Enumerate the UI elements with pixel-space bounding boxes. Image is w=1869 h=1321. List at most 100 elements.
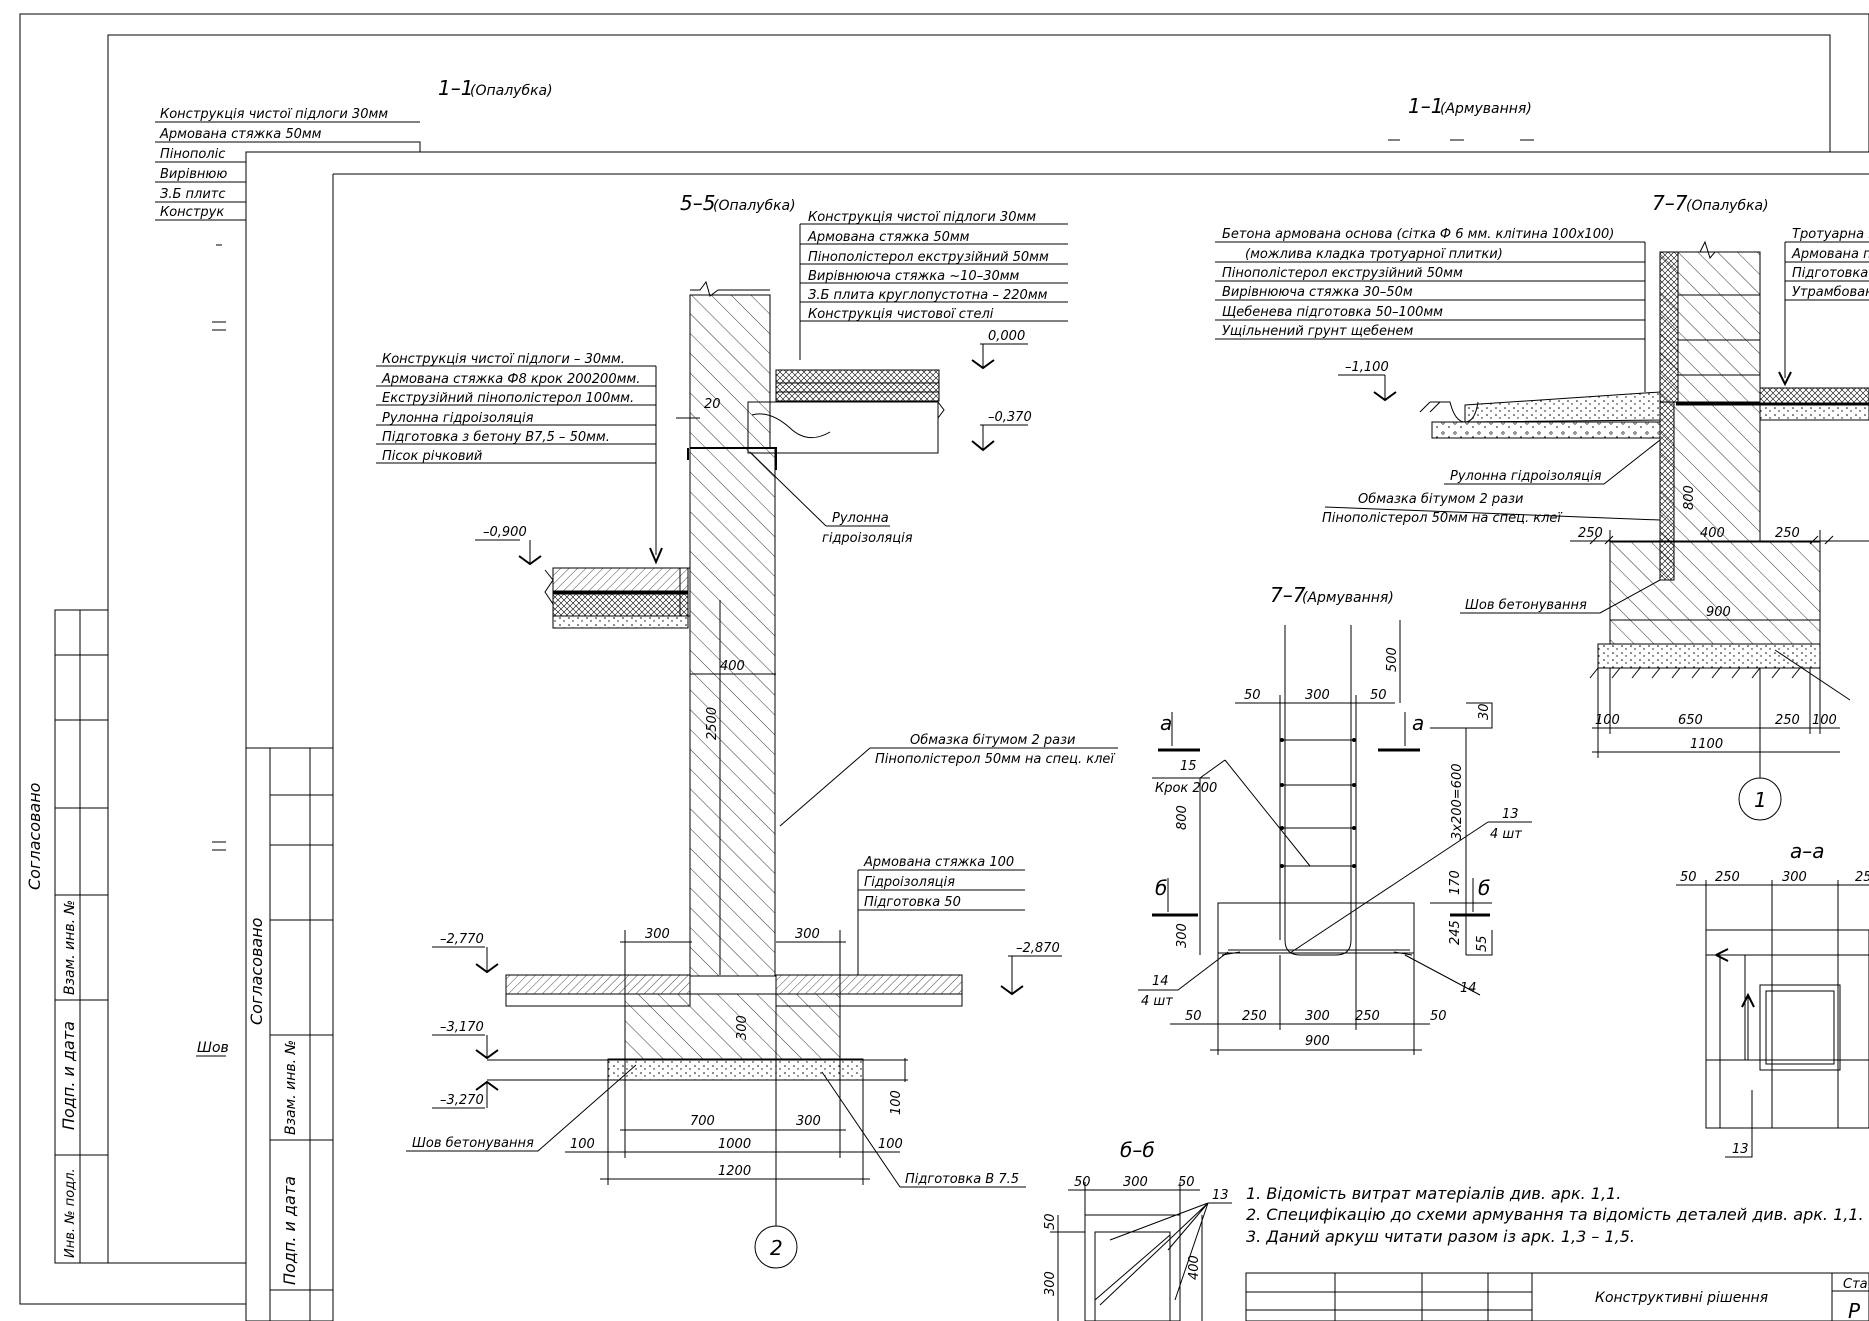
dim-text: 1200: [718, 1164, 751, 1179]
section-77-title: 7–7: [1652, 191, 1688, 215]
dim-text: 500: [1385, 647, 1400, 672]
back-layer: Армована стяжка 50мм: [159, 127, 322, 142]
back-title-rebar-sub: (Армування): [1440, 101, 1532, 117]
section-aa-title: а–а: [1790, 839, 1825, 863]
section-b-b: б–б 50 300 50 50 300 400 13: [1043, 1138, 1232, 1321]
dim-text: 300: [1123, 1175, 1148, 1190]
back-title-rebar: 1–1: [1408, 94, 1443, 118]
dim-text: 100: [570, 1137, 595, 1152]
dim-text: 300: [795, 927, 820, 942]
dim-text: 400: [1187, 1255, 1202, 1280]
general-notes: 1. Відомість витрат матеріалів див. арк.…: [1246, 1184, 1864, 1246]
dim-text: 30: [1477, 703, 1492, 720]
layer-label: Армована стяжка 100: [863, 855, 1014, 870]
back-layer: Конструк: [160, 205, 224, 220]
waterproof-label: гідроізоляція: [822, 531, 913, 546]
layer-label: Екструзійний пінополістерол 100мм.: [382, 391, 634, 406]
dim-text: 50: [1178, 1175, 1195, 1190]
dim-text: 250: [1578, 526, 1603, 541]
dim-text: 250: [1715, 870, 1740, 885]
dim-text: 50: [1244, 688, 1261, 703]
note-line: 3. Даний аркуш читати разом із арк. 1,3 …: [1246, 1227, 1635, 1246]
back-seam-label: Шов: [197, 1040, 229, 1056]
dim-text: 50: [1370, 688, 1387, 703]
layer-label: Армована стяжка Ф8 крок 200200мм.: [381, 372, 640, 387]
front-stamp-cell: Взам. инв. №: [283, 1040, 299, 1135]
back-stamp-cell: Взам. инв. №: [62, 900, 78, 995]
section-77-title-sub: (Опалубка): [1686, 198, 1769, 214]
section-55-right-layers: Армована стяжка 100 Гідроізоляція Підгот…: [863, 855, 1014, 910]
dim-text: 250: [1775, 713, 1800, 728]
section-a-a: а–а 50 250 300 25 13: [1676, 839, 1869, 1158]
level-mark: –0,370: [988, 410, 1032, 425]
dim-text: 250: [1355, 1009, 1380, 1024]
bar-count: 4 шт: [1490, 827, 1522, 842]
back-title-formwork: 1–1: [438, 76, 473, 100]
layer-label: Конструкція чистої підлоги 30мм: [808, 210, 1036, 225]
layer-label: Вирівнююча стяжка ~10–30мм: [808, 269, 1020, 284]
level-mark: –0,900: [483, 525, 527, 540]
dim-text: 300: [1305, 1009, 1330, 1024]
level-mark: –3,170: [440, 1020, 484, 1035]
prep-label: Підготовка В 7.5: [905, 1172, 1019, 1187]
level-mark: –2,770: [440, 932, 484, 947]
section-5-5: 5–5 (Опалубка) Конструкція чистої підлог…: [376, 191, 1118, 1269]
dim-text: 900: [1706, 605, 1731, 620]
back-layer: Конструкція чистої підлоги 30мм: [160, 107, 388, 122]
dim-text: 1000: [718, 1137, 751, 1152]
back-layer: Вирівнюю: [160, 167, 227, 182]
dim-text: 300: [796, 1114, 821, 1129]
dim-text: 1100: [1690, 737, 1723, 752]
section-55-basement-layers: Конструкція чистої підлоги – 30мм. Армов…: [381, 352, 640, 464]
seam-label: Шов бетонування: [1465, 598, 1587, 613]
bar-mark: 13: [1732, 1142, 1749, 1157]
layer-label: Підготовка 50: [864, 895, 961, 910]
bitumen-label: Пінополістерол 50мм на спец. клеї: [1322, 511, 1562, 526]
dim-text: 400: [1700, 526, 1725, 541]
bitumen-label: Пінополістерол 50мм на спец. клеї: [875, 752, 1115, 767]
dim-text: 650: [1678, 713, 1703, 728]
back-sheet: 1–1 (Опалубка) 1–1 (Армування) Конструкц…: [19, 13, 1869, 1305]
section-77-rebar-title: 7–7: [1270, 583, 1306, 607]
dim-text: 300: [1043, 1271, 1058, 1296]
layer-label: Підготовка з бетону В7,5 – 50мм.: [382, 430, 610, 445]
layer-label: Бетона армована основа (сітка Ф 6 мм. кл…: [1222, 227, 1614, 242]
step-label: Крок 200: [1155, 781, 1217, 796]
dim-text: 15: [1180, 759, 1197, 774]
back-title-formwork-sub: (Опалубка): [470, 83, 553, 99]
note-line: 1. Відомість витрат матеріалів див. арк.…: [1246, 1184, 1621, 1203]
layer-label: (можлива кладка тротуарної плитки): [1245, 247, 1503, 262]
waterproof-label: Рулонна: [832, 511, 889, 526]
section-77-right-layers: Тротуарна п Армована п Підготовка Утрамб…: [1791, 227, 1869, 300]
dim-text: 25: [1855, 870, 1869, 885]
dim-text: 800: [1175, 805, 1190, 830]
dim-text: 300: [645, 927, 670, 942]
layer-label: Пінополістерол екструзійний 50мм: [808, 250, 1049, 265]
dim-text: 50: [1680, 870, 1697, 885]
dim-text: 100: [878, 1137, 903, 1152]
dim-text: 100: [1812, 713, 1837, 728]
layer-label: Конструкція чистової стелі: [808, 307, 994, 322]
dim-text: 700: [690, 1114, 715, 1129]
layer-label: Вирівнююча стяжка 30–50м: [1222, 285, 1413, 300]
layer-label: Конструкція чистої підлоги – 30мм.: [382, 352, 625, 367]
dim-text: 100: [889, 1090, 904, 1115]
section-55-title-sub: (Опалубка): [713, 198, 796, 214]
dim-text: 245: [1448, 920, 1463, 945]
section-7-7: 7–7 (Опалубка) Бетона армована основа (с…: [1215, 191, 1869, 821]
dim-text: 55: [1475, 935, 1490, 952]
level-mark: –3,270: [440, 1093, 484, 1108]
layer-label: Пінополістерол екструзійний 50мм: [1222, 266, 1463, 281]
axis-marker: 1: [1754, 788, 1767, 812]
dim-text: 50: [1185, 1009, 1202, 1024]
cut-mark-a: а: [1412, 711, 1424, 735]
dim-text: 100: [1595, 713, 1620, 728]
layer-label: Армована п: [1791, 247, 1869, 262]
dim-text: 50: [1043, 1213, 1058, 1230]
cut-mark-b: б: [1478, 876, 1490, 900]
layer-label: Утрамбован: [1792, 285, 1869, 300]
dim-text: 300: [1175, 923, 1190, 948]
section-bb-title: б–б: [1120, 1138, 1155, 1162]
layer-label: Ущільнений грунт щебенем: [1222, 324, 1414, 339]
